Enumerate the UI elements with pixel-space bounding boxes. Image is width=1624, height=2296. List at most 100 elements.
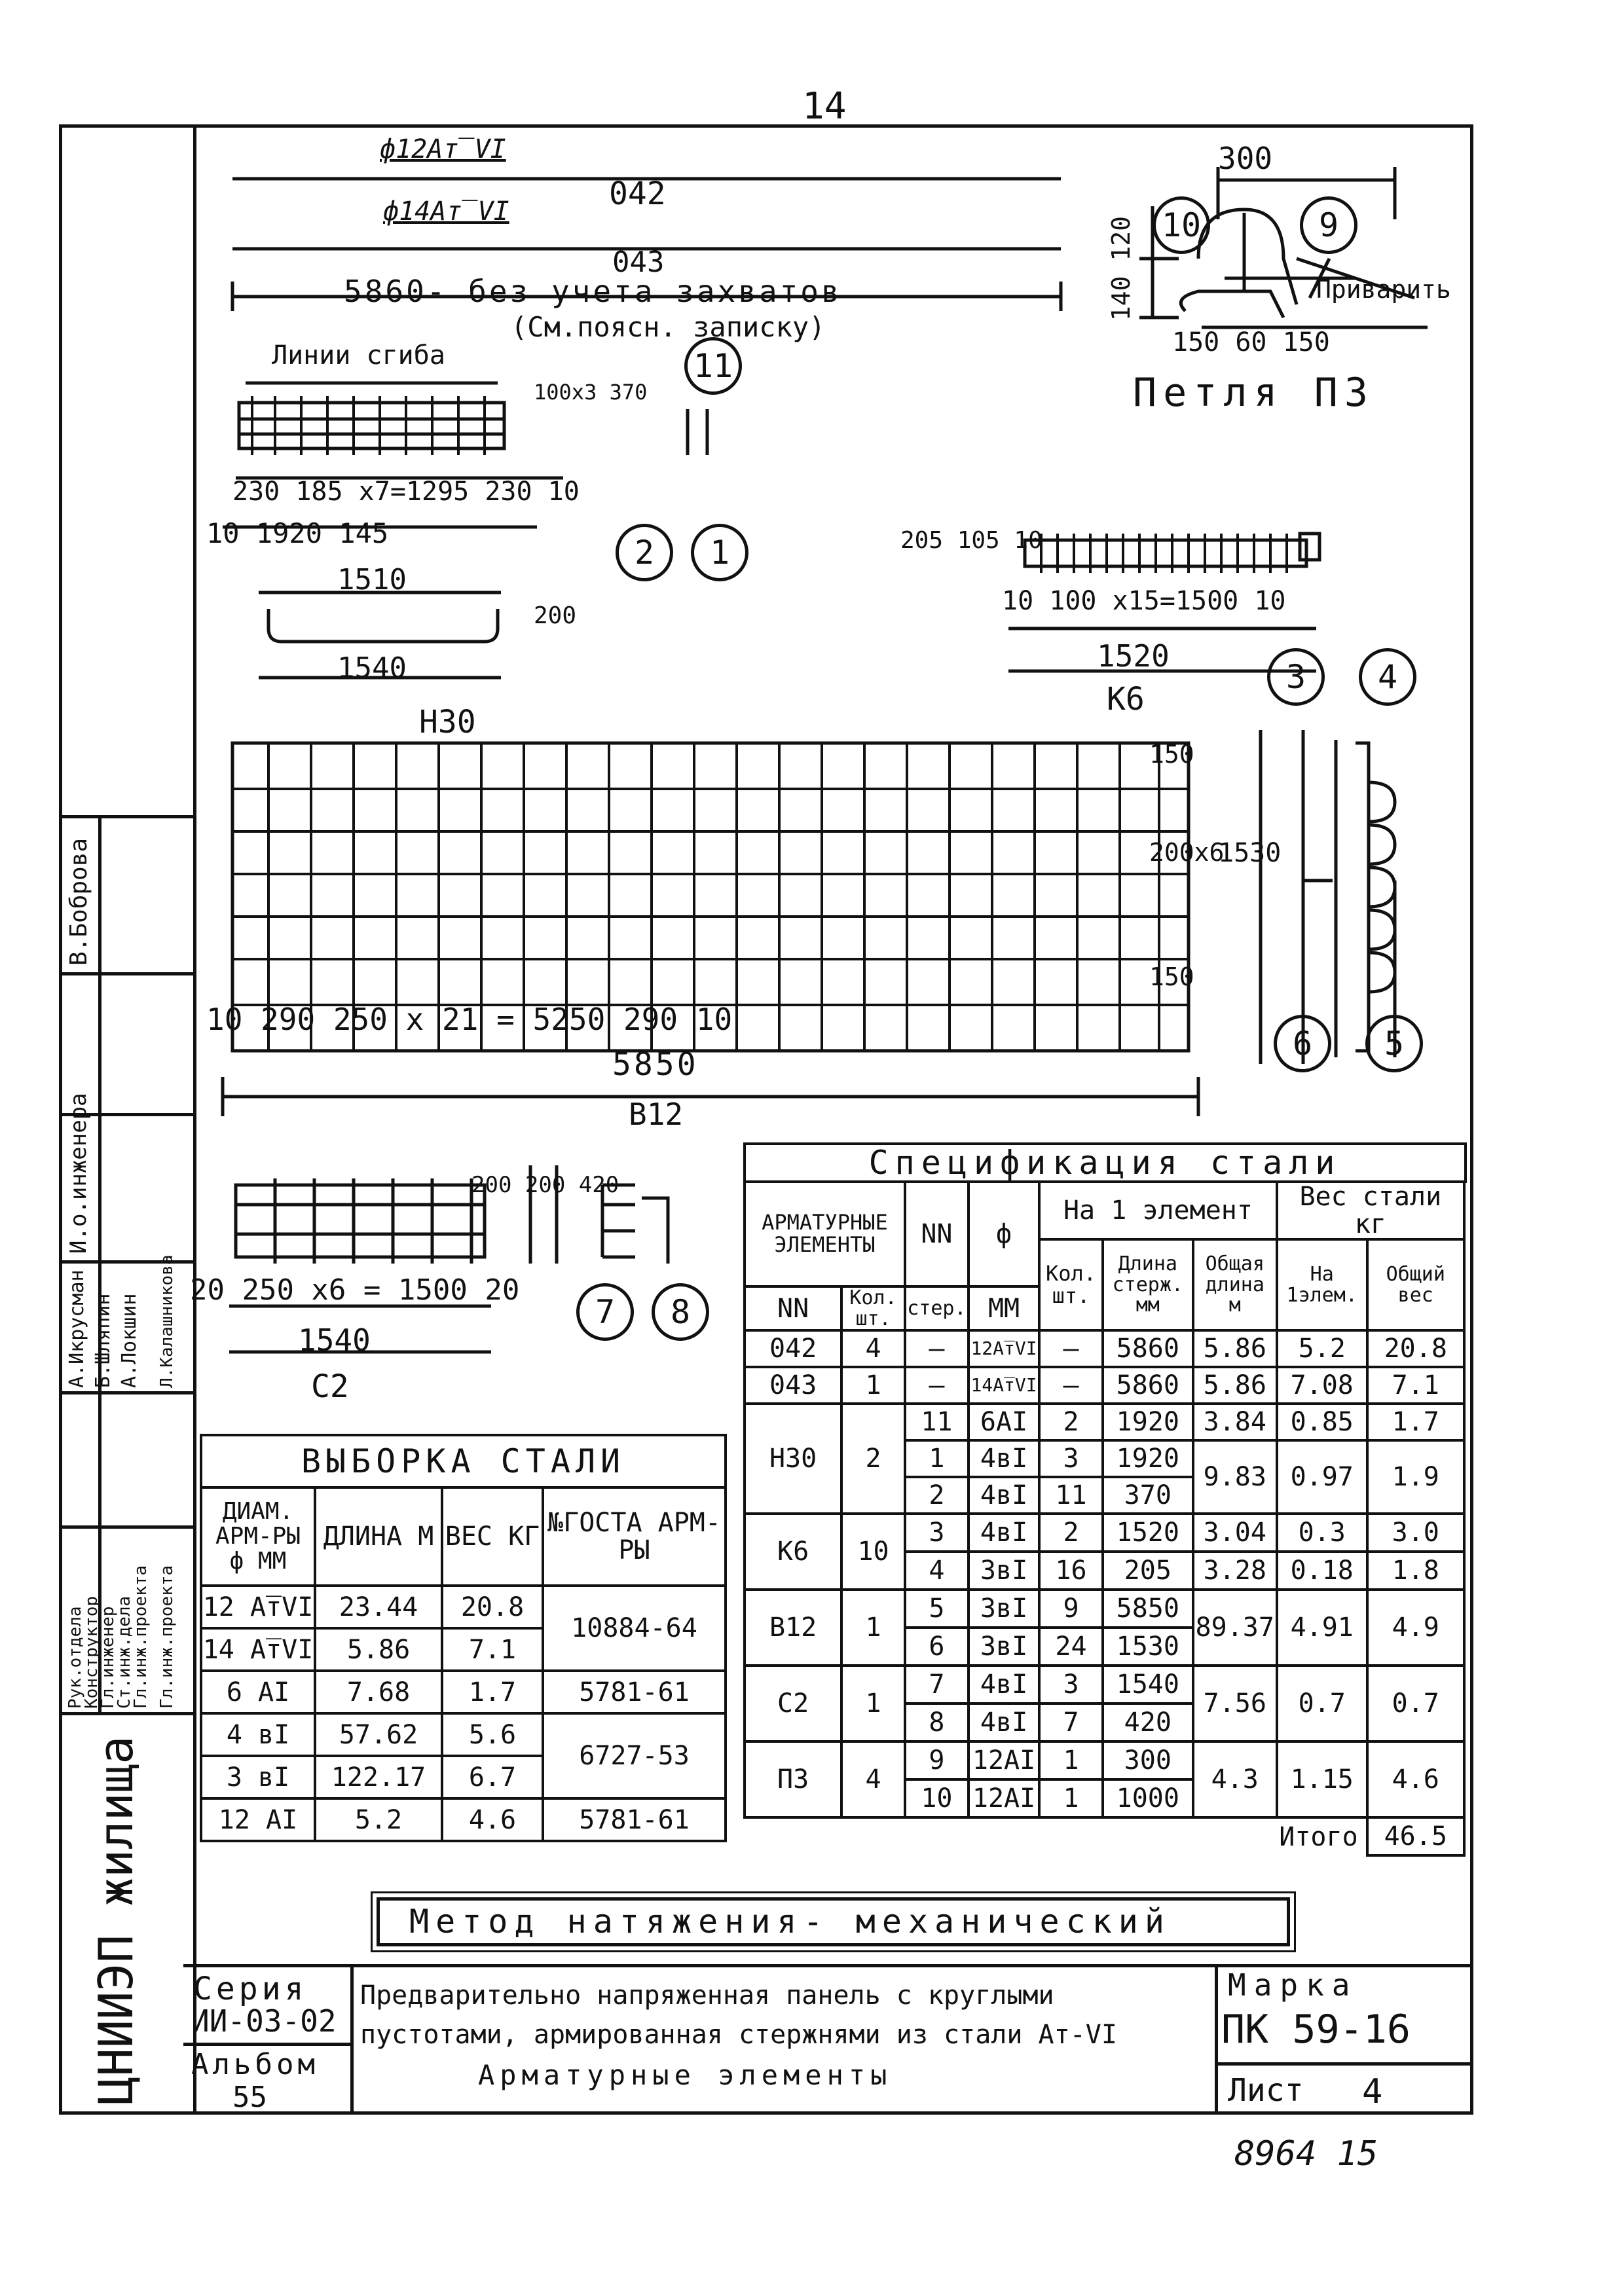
stamp-engineer-label: И.о.инженера: [65, 1093, 92, 1254]
cell: 5781-61: [542, 1669, 727, 1715]
cell: 3: [1038, 1664, 1104, 1705]
titleblock-divider-2: [1215, 1964, 1218, 2115]
spec-header-mm: ММ: [967, 1285, 1041, 1332]
cell: 24: [1038, 1626, 1104, 1667]
cell: 9: [1038, 1588, 1104, 1629]
loop-dim-120-140: 140 120: [1107, 216, 1135, 321]
b12-dim-150-bottom: 150: [1149, 962, 1194, 991]
cell: П3: [743, 1740, 843, 1819]
bar-042-diameter: ф12Ат̅VI: [380, 134, 506, 164]
loop-weld-label: Приварить: [1316, 275, 1451, 304]
cell: 3.0: [1365, 1512, 1466, 1553]
cell: 1920: [1101, 1402, 1194, 1442]
cell: 2: [903, 1476, 970, 1515]
cell: 23.44: [314, 1584, 443, 1630]
cell: 9.83: [1191, 1439, 1278, 1515]
cell: 7.68: [314, 1669, 443, 1715]
n30-title: Н30: [419, 704, 476, 740]
cell: 3.28: [1191, 1550, 1278, 1591]
titleblock-top-border: [183, 1964, 1470, 1967]
desc-line-2: пустотами, армированная стержнями из ста…: [360, 2020, 1117, 2050]
n30-dim-1510: 1510: [337, 563, 407, 596]
marker-6: 6: [1274, 1015, 1331, 1072]
cell: 7.08: [1275, 1366, 1369, 1405]
cell: 0.7: [1275, 1664, 1369, 1743]
k6-dims: 10 100 x15=1500 10: [1002, 586, 1286, 616]
cell: 11: [903, 1402, 970, 1442]
loop-dim-150-60-150: 150 60 150: [1172, 327, 1330, 357]
cell: 4: [903, 1550, 970, 1591]
selection-title: ВЫБОРКА СТАЛИ: [200, 1434, 727, 1489]
cell: 9: [903, 1740, 970, 1781]
c2-dim-side: 200 200 420: [471, 1172, 619, 1198]
cell: 5781-61: [542, 1797, 727, 1842]
cell: 1540: [1101, 1664, 1194, 1705]
cell: 205: [1101, 1550, 1194, 1591]
cell: 4 вI: [200, 1712, 316, 1757]
page-number: 14: [802, 85, 847, 128]
cell: 16: [1038, 1550, 1104, 1591]
cell: К6: [743, 1512, 843, 1591]
c2-mesh-drawing: [229, 1165, 670, 1354]
cell: 7.1: [441, 1627, 544, 1672]
marker-1: 1: [691, 524, 748, 581]
cell: 0.18: [1275, 1550, 1369, 1591]
marker-5: 5: [1365, 1015, 1423, 1072]
spec-header-elements: АРМАТУРНЫЕ ЭЛЕМЕНТЫ: [743, 1180, 906, 1288]
spec-header-total-length: Общая длина м: [1191, 1238, 1278, 1332]
n30-dim-1540: 1540: [337, 651, 407, 685]
cell: 12 АI: [200, 1797, 316, 1842]
series-label: Серия: [193, 1971, 308, 2007]
cell: 1.15: [1275, 1740, 1369, 1819]
cell: 20.8: [1365, 1329, 1466, 1368]
album-label: Альбом: [191, 2048, 319, 2081]
n30-dim-1920: 10 1920 145: [206, 517, 389, 549]
cell: 12АI: [967, 1778, 1041, 1819]
cell: 1: [1038, 1740, 1104, 1781]
spec-header-weight-total: Общий вес: [1365, 1238, 1466, 1332]
stamp-role-6: Гл.инж.проекта: [157, 1565, 177, 1709]
c2-dim-1540: 1540: [298, 1322, 371, 1358]
b12-dim-150-top: 150: [1149, 740, 1194, 769]
cell: –: [1038, 1366, 1104, 1405]
cell: 3.84: [1191, 1402, 1278, 1442]
cell: 3вI: [967, 1550, 1041, 1591]
table-row-total: Итого 46.5: [745, 1816, 1466, 1857]
spec-header-rod-length: Длина стерж. мм: [1101, 1238, 1194, 1332]
sheet-value: 4: [1362, 2072, 1383, 2111]
selection-header-weight: ВЕС КГ: [441, 1486, 544, 1587]
series-value: ИИ-03-02: [191, 2003, 337, 2039]
spec-header-phi: ф: [967, 1180, 1041, 1288]
cell: 1.9: [1365, 1439, 1466, 1515]
cell: 0.85: [1275, 1402, 1369, 1442]
cell: 5860: [1101, 1329, 1194, 1368]
cell: 5860: [1101, 1366, 1194, 1405]
cell: 57.62: [314, 1712, 443, 1757]
cell: Н30: [743, 1402, 843, 1515]
drawing-frame: [59, 124, 1473, 2115]
cell: 1920: [1101, 1439, 1194, 1478]
marker-3: 3: [1267, 648, 1325, 706]
cell: 2: [1038, 1512, 1104, 1553]
cell: –: [1038, 1329, 1104, 1368]
cell: 2: [1038, 1402, 1104, 1442]
stamp-name-1: А.Икрусман: [65, 1269, 88, 1388]
stamp-divider-3: [59, 1113, 193, 1116]
cell: 1.8: [1365, 1550, 1466, 1591]
stamp-name-3: А.Локшин: [118, 1293, 141, 1389]
titleblock-row-divider-right: [1215, 2062, 1470, 2066]
cell: 3 вI: [200, 1755, 316, 1800]
cell: 4вI: [967, 1512, 1041, 1553]
cell: 420: [1101, 1702, 1194, 1743]
c2-dims: 20 250 x6 = 1500 20: [190, 1273, 520, 1307]
b12-dim-1530: 1530: [1218, 838, 1282, 868]
cell: 5.2: [1275, 1329, 1369, 1368]
n30-dim-side: 100x3 370: [534, 380, 648, 405]
cell: С2: [743, 1664, 843, 1743]
